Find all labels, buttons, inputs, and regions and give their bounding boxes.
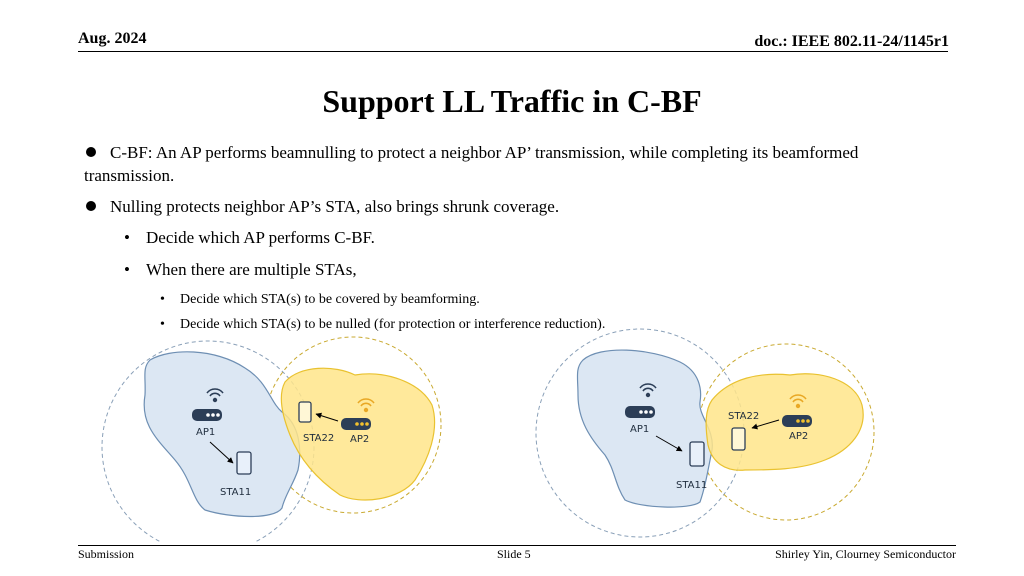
bullet-dot-icon — [86, 201, 96, 211]
sta11-label: STA11 — [220, 487, 251, 498]
ap2-to-sta22-arrow — [315, 412, 339, 422]
sta11-phone-icon — [689, 441, 705, 467]
sub-bullet-text: When there are multiple STAs, — [146, 260, 357, 279]
ap2-yellow-coverage-area — [280, 367, 436, 501]
sta22-phone-icon — [731, 427, 746, 451]
bullet-text: C-BF: An AP performs beamnulling to prot… — [84, 143, 859, 185]
sta22-label: STA22 — [303, 433, 334, 444]
header-divider — [78, 51, 948, 52]
ap1-label: AP1 — [630, 424, 649, 435]
header-doc-id: doc.: IEEE 802.11-24/1145r1 — [754, 33, 949, 50]
header-date: Aug. 2024 — [78, 30, 147, 47]
sub-sub-bullet-mark-icon: • — [160, 292, 165, 307]
beamforming-diagram: AP1 AP2 STA22 STA11 AP1 AP2 STA22 STA11 — [101, 328, 875, 542]
ap1-router-icon — [192, 409, 222, 421]
sub-sub-bullet-mark-icon: • — [160, 317, 165, 332]
slide-title: Support LL Traffic in C-BF — [322, 83, 702, 119]
ap1-to-sta11-arrow — [209, 441, 234, 464]
sub-bullet-mark-icon: • — [124, 260, 130, 279]
bullet-dot-icon — [86, 147, 96, 157]
ap1-label: AP1 — [196, 427, 215, 438]
ap2-label: AP2 — [789, 431, 808, 442]
ap2-router-icon — [782, 415, 812, 427]
ap2-router-icon — [341, 418, 371, 430]
ap1-to-sta11-arrow — [655, 435, 683, 452]
ap1-router-icon — [625, 406, 655, 418]
bullet-item: Nulling protects neighbor AP’s STA, also… — [84, 195, 944, 218]
bullet-list: C-BF: An AP performs beamnulling to prot… — [84, 141, 944, 340]
footer-submission: Submission — [78, 547, 135, 561]
sta11-phone-icon — [236, 451, 252, 475]
sta22-phone-icon — [298, 401, 312, 423]
sub-sub-bullet-item: • Decide which STA(s) to be nulled (for p… — [160, 315, 944, 334]
sub-sub-bullet-text: Decide which STA(s) to be nulled (for pr… — [180, 317, 606, 332]
bullet-item: C-BF: An AP performs beamnulling to prot… — [84, 141, 944, 187]
sta11-label: STA11 — [676, 480, 707, 491]
footer-slide-number: Slide 5 — [497, 547, 531, 561]
right-scenario: AP1 AP2 STA22 STA11 — [535, 328, 875, 538]
footer-divider — [78, 545, 956, 546]
ap1-blue-coverage-area — [143, 351, 301, 518]
sub-bullet-item: • When there are multiple STAs, — [124, 258, 944, 281]
sub-sub-bullet-text: Decide which STA(s) to be covered by bea… — [180, 292, 480, 307]
sub-bullet-text: Decide which AP performs C-BF. — [146, 228, 375, 247]
ap1-blue-coverage-area — [576, 349, 713, 508]
left-scenario: AP1 AP2 STA22 STA11 — [101, 336, 442, 542]
ap2-to-sta22-arrow — [751, 419, 780, 430]
footer-author: Shirley Yin, Clourney Semiconductor — [775, 547, 956, 561]
ap2-label: AP2 — [350, 434, 369, 445]
sta22-label: STA22 — [728, 411, 759, 422]
sub-sub-bullet-item: • Decide which STA(s) to be covered by be… — [160, 290, 944, 309]
bullet-text: Nulling protects neighbor AP’s STA, also… — [110, 197, 560, 216]
sub-bullet-item: • Decide which AP performs C-BF. — [124, 226, 944, 249]
sub-bullet-mark-icon: • — [124, 228, 130, 247]
